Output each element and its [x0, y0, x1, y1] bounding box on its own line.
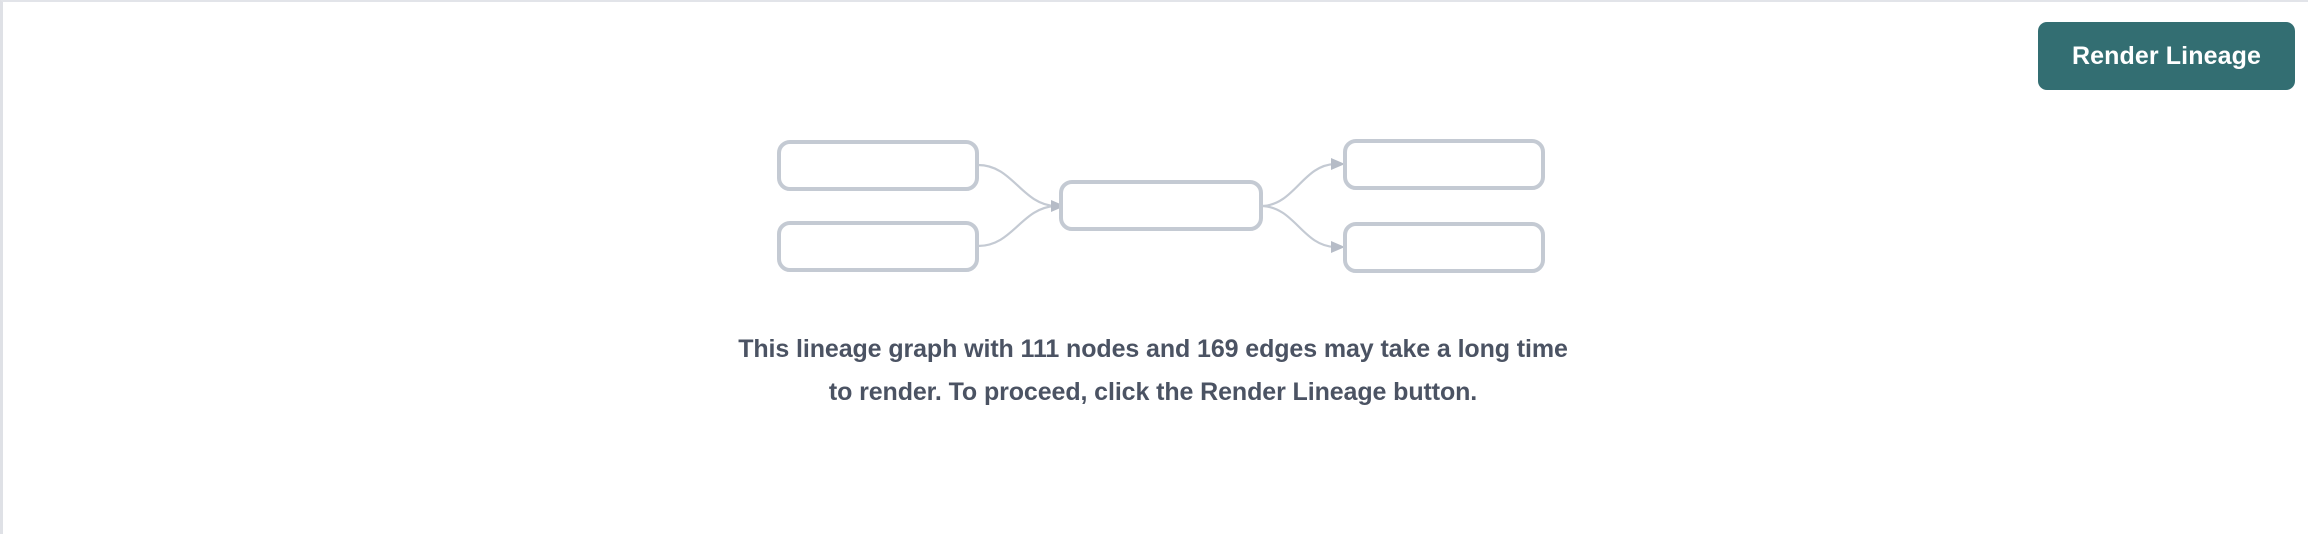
graph-node-source-node-1 — [777, 140, 979, 191]
lineage-graph-svg — [777, 139, 1545, 273]
edge-source-node-1-to-center-node — [977, 163, 1056, 208]
edge-source-node-2-to-center-node — [977, 204, 1056, 248]
graph-node-target-node-1 — [1343, 139, 1545, 190]
graph-node-source-node-2 — [777, 221, 979, 272]
lineage-render-notice: This lineage graph with 111 nodes and 16… — [738, 335, 1568, 406]
edge-center-node-to-target-node-1 — [1262, 162, 1336, 208]
graph-node-center-node — [1059, 180, 1263, 231]
lineage-graph-preview — [3, 2, 2308, 534]
arrowhead-into-target-node-2 — [1331, 241, 1345, 253]
render-lineage-button[interactable]: Render Lineage — [2038, 22, 2295, 90]
graph-node-target-node-2 — [1343, 222, 1545, 273]
arrowhead-into-target-node-1 — [1331, 158, 1345, 170]
arrowhead-into-center-node — [1051, 200, 1065, 212]
edge-center-node-to-target-node-2 — [1262, 204, 1336, 249]
